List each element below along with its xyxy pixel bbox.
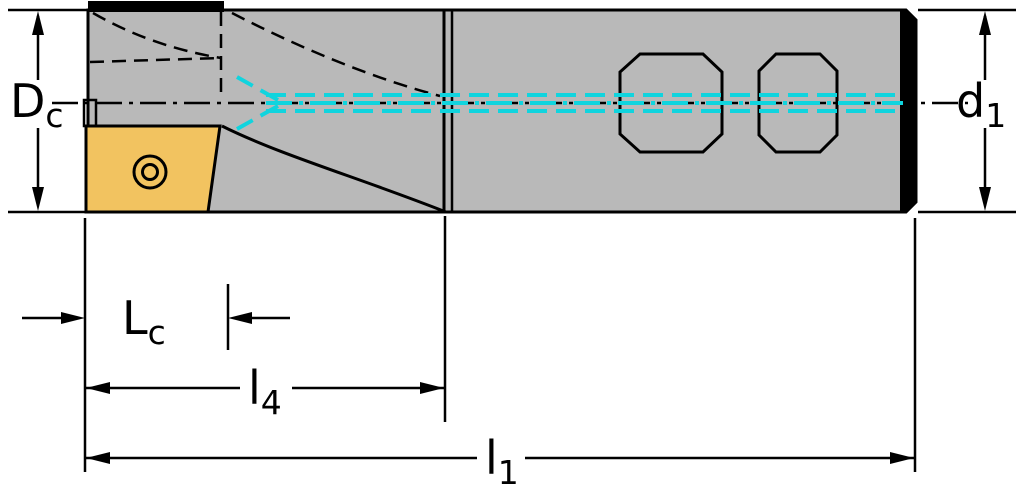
dimension-shank-diameter: d1 (918, 8, 1016, 214)
coolant-branch-lower (236, 104, 279, 131)
l4-arrow-left (86, 382, 110, 394)
shank-feature-left (618, 52, 724, 154)
flute-face-curve (221, 124, 447, 214)
dc-arrow-down (32, 187, 44, 211)
lc-arrow-left (61, 312, 85, 324)
insert-screw-outer (132, 154, 168, 190)
l1-arrow-left (86, 452, 110, 464)
dimension-cutting-diameter: Dc (8, 8, 88, 214)
label-shank-diameter: d1 (956, 74, 1006, 135)
l1-arrow-right (890, 452, 914, 464)
coolant-channel-highlight (236, 75, 903, 131)
label-overall-length: l1 (485, 431, 519, 492)
dimension-cutting-length: Lc (22, 291, 290, 352)
d1-arrow-up (979, 11, 991, 35)
hidden-gash-curve (92, 11, 222, 60)
dimension-overall-length: l1 (85, 431, 915, 492)
label-cutting-diameter: Dc (10, 74, 64, 135)
hidden-contour-lines (89, 11, 441, 98)
hidden-flute-curve (231, 11, 441, 98)
d1-arrow-down (979, 187, 991, 211)
insert-body (84, 124, 222, 214)
dc-arrow-up (32, 11, 44, 35)
lc-arrow-right (228, 312, 252, 324)
l4-arrow-right (420, 382, 444, 394)
label-projection-length: l4 (248, 361, 282, 422)
shank-end-face (900, 10, 916, 212)
coolant-branch-upper (236, 75, 279, 102)
indexable-insert (82, 98, 222, 214)
shank-features (618, 52, 839, 154)
shank-feature-right (757, 52, 839, 154)
top-cutting-edge (88, 1, 224, 12)
insert-screw-inner (141, 163, 159, 181)
label-cutting-length: Lc (122, 291, 166, 352)
dimension-projection-length: l4 (85, 361, 445, 422)
